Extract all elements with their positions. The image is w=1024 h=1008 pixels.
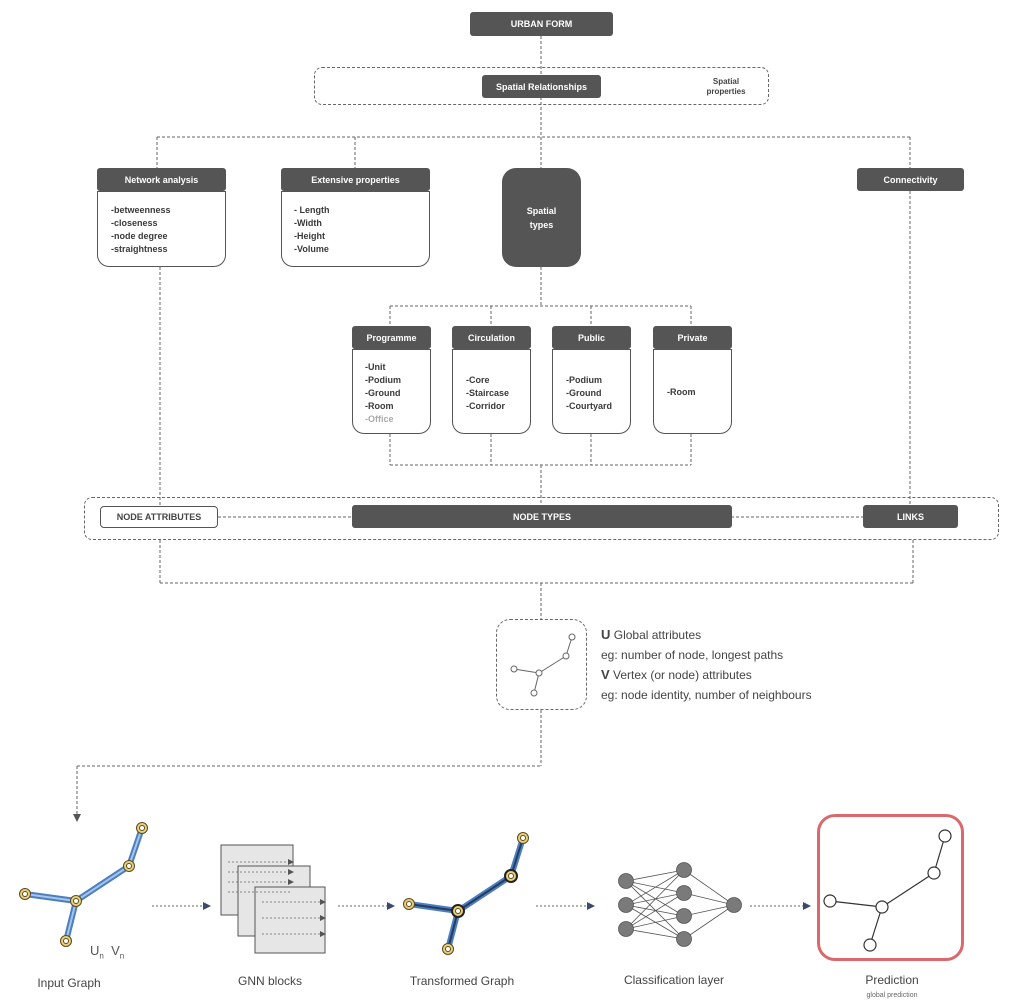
list-item: -Staircase xyxy=(466,388,510,398)
private-list: -Room xyxy=(653,349,732,434)
node-attributes-box: NODE ATTRIBUTES xyxy=(100,506,218,528)
list-item: -Room xyxy=(667,387,696,397)
prediction-box xyxy=(817,814,964,961)
list-item: -Corridor xyxy=(466,401,505,411)
vn-subscript: n xyxy=(119,951,125,961)
v-text: Vertex (or node) attributes xyxy=(613,668,752,682)
global-prediction-caption: global prediction xyxy=(866,992,918,999)
u-letter: U xyxy=(601,627,611,642)
list-item: -Room xyxy=(365,401,394,411)
v-example: eg: node identity, number of neighbours xyxy=(601,688,812,702)
list-item: -Podium xyxy=(365,375,401,385)
list-item: -Volume xyxy=(294,244,329,254)
u-example: eg: number of node, longest paths xyxy=(601,648,784,662)
v-letter: V xyxy=(601,667,610,682)
links-box: LINKS xyxy=(863,505,958,528)
vn-letter: V xyxy=(111,943,120,958)
list-item: -betweenness xyxy=(111,205,171,215)
list-item: -Ground xyxy=(365,388,401,398)
un-vn-label: Un Vn xyxy=(90,943,124,961)
classification-layer-icon xyxy=(618,862,742,947)
graph-elements-container xyxy=(84,497,999,540)
network-analysis-list: -betweenness -closeness -node degree -st… xyxy=(97,191,226,267)
input-graph xyxy=(19,822,148,947)
public-list: -Podium -Ground -Courtyard xyxy=(552,349,631,434)
un-letter: U xyxy=(90,943,100,958)
u-text: Global attributes xyxy=(613,628,702,642)
list-item: -Height xyxy=(294,231,325,241)
connectivity-header: Connectivity xyxy=(857,168,964,191)
list-item: -closeness xyxy=(111,218,158,228)
list-item: -Unit xyxy=(365,362,386,372)
extensive-properties-list: - Length -Width -Height -Volume xyxy=(281,191,430,267)
programme-header: Programme xyxy=(352,326,431,349)
input-graph-caption: Input Graph xyxy=(37,976,101,990)
list-item: -Core xyxy=(466,375,490,385)
list-item: -straightness xyxy=(111,244,168,254)
extensive-properties-header: Extensive properties xyxy=(281,168,430,191)
prediction-caption: Prediction xyxy=(865,973,919,987)
list-item: -Office xyxy=(365,414,394,424)
list-item: - Length xyxy=(294,205,330,215)
un-subscript: n xyxy=(99,951,104,961)
public-header: Public xyxy=(552,326,631,349)
graph-illustration-box xyxy=(496,619,587,710)
sample-graph-icon xyxy=(510,633,576,697)
node-types-box: NODE TYPES xyxy=(352,505,732,528)
transformed-graph-caption: Transformed Graph xyxy=(409,974,515,988)
private-header: Private xyxy=(653,326,732,349)
spatial-relationships-box: Spatial Relationships xyxy=(482,75,601,98)
list-item: -Width xyxy=(294,218,322,228)
spatial-types-box: Spatial types xyxy=(502,168,581,267)
programme-list: -Unit -Podium -Ground -Room -Office xyxy=(352,349,431,434)
classification-layer-caption: Classification layer xyxy=(623,973,725,987)
list-item: -Podium xyxy=(566,375,602,385)
attributes-description: U Global attributes eg: number of node, … xyxy=(601,625,861,705)
circulation-list: -Core -Staircase -Corridor xyxy=(452,349,531,434)
list-item: -Courtyard xyxy=(566,401,613,411)
list-item: -Ground xyxy=(566,388,602,398)
network-analysis-header: Network analysis xyxy=(97,168,226,191)
prediction-graph xyxy=(823,829,952,952)
gnn-blocks-icon xyxy=(220,844,326,954)
urban-form-box: URBAN FORM xyxy=(470,12,613,36)
list-item: -node degree xyxy=(111,231,168,241)
spatial-properties-label: Spatial properties xyxy=(706,77,746,96)
gnn-blocks-caption: GNN blocks xyxy=(237,974,302,988)
spatial-properties-container xyxy=(314,67,769,105)
transformed-graph xyxy=(403,832,529,955)
circulation-header: Circulation xyxy=(452,326,531,349)
